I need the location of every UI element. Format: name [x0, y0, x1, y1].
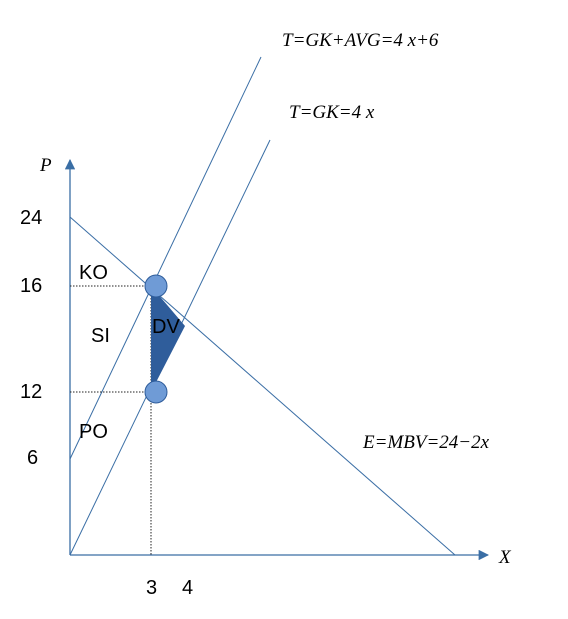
label-ko: KO	[79, 262, 108, 284]
equation-private-cost: T=GK=4 x	[289, 102, 375, 123]
demand-line	[69, 216, 456, 556]
total-cost-line	[69, 56, 262, 460]
y-tick-16: 16	[20, 275, 42, 297]
equation-demand: E=MBV=24−2x	[362, 432, 490, 453]
point-16	[144, 274, 168, 298]
x-tick-3: 3	[146, 577, 157, 599]
x-tick-4: 4	[182, 577, 193, 599]
y-axis-label: P	[39, 155, 52, 176]
point-12	[144, 380, 168, 404]
label-si: SI	[91, 325, 110, 347]
x-axis-label: X	[498, 547, 512, 568]
y-tick-6: 6	[27, 447, 38, 469]
label-po: PO	[79, 421, 108, 443]
equation-total-cost: T=GK+AVG=4 x+6	[282, 30, 439, 51]
y-tick-12: 12	[20, 381, 42, 403]
label-dv: DV	[152, 316, 180, 338]
dv-area	[151, 286, 185, 392]
y-tick-24: 24	[20, 207, 42, 229]
